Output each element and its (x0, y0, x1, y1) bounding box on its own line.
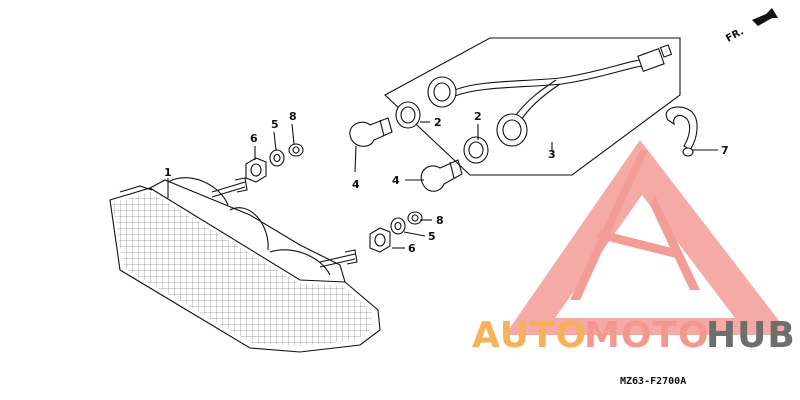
callout-7: 7 (721, 144, 729, 157)
direction-label: FR. (724, 26, 746, 44)
drawing-code: MZ63-F2700A (620, 376, 686, 387)
callout-4: 4 (392, 174, 400, 187)
bulb-icon (349, 117, 393, 147)
callout-8: 8 (436, 214, 444, 227)
seal-ring-icon (463, 136, 489, 164)
upper-fastener-set (245, 143, 304, 183)
bulb-lower (420, 159, 463, 192)
watermark-part-moto: MOTO (584, 315, 710, 356)
tail-light-housing (109, 177, 381, 353)
cap-nut-icon (288, 143, 304, 157)
front-direction-indicator: FR. (724, 8, 778, 45)
clamp-icon (665, 106, 698, 151)
callout-2: 2 (474, 110, 482, 123)
watermark-part-hub: HUB (706, 315, 796, 356)
connector-icon (637, 48, 665, 72)
wire-clamp (665, 106, 698, 157)
bulb-upper (349, 117, 393, 147)
callout-6: 6 (408, 242, 416, 255)
leader-lines (167, 121, 718, 249)
callout-1: 1 (164, 166, 172, 179)
callout-8: 8 (289, 110, 297, 123)
callout-labels: 1 2 2 3 4 4 5 5 6 6 7 8 8 (164, 110, 729, 255)
callout-5: 5 (271, 118, 279, 131)
watermark-logo-icon (505, 140, 790, 335)
cap-nut-icon (407, 211, 423, 225)
seal-ring-icon (395, 101, 421, 129)
callout-5: 5 (428, 230, 436, 243)
callout-3: 3 (548, 148, 556, 161)
callout-4: 4 (352, 178, 360, 191)
socket-icon (427, 76, 457, 108)
socket-harness-assembly (384, 37, 681, 176)
callout-2: 2 (434, 116, 442, 129)
washer-icon (390, 217, 406, 235)
bulb-icon (420, 159, 463, 192)
watermark-wordmark: AUTO MOTO HUB (472, 315, 796, 356)
watermark-part-auto: AUTO (472, 315, 587, 356)
callout-6: 6 (250, 132, 258, 145)
socket-icon (496, 113, 528, 147)
washer-icon (269, 149, 285, 167)
lower-fastener-set (369, 211, 423, 253)
front-arrow-icon (752, 8, 778, 26)
